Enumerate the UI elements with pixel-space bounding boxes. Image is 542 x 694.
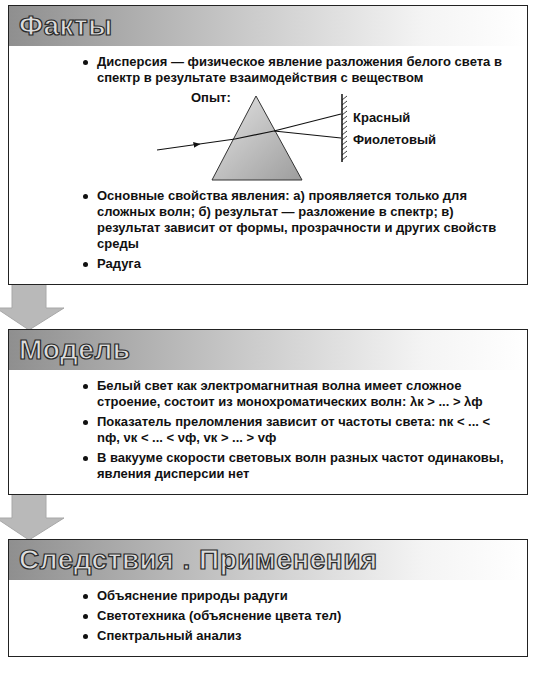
bullet-text-content: Основные свойства явления: а) проявляетс…	[97, 188, 496, 251]
bullet-text: Белый свет как электромагнитная волна им…	[97, 378, 507, 410]
refracted-ray	[235, 131, 274, 139]
bullet-text: В вакууме скорости световых волн разных …	[97, 450, 507, 482]
bullet-dot	[83, 614, 88, 619]
flow-arrow	[0, 494, 64, 540]
bullet-text-content: Светотехника (объяснение цвета тел)	[97, 608, 341, 623]
bullet-text-content: В вакууме скорости световых волн разных …	[97, 450, 504, 481]
bullet-text: Основные свойства явления: а) проявляетс…	[97, 188, 507, 252]
incident-ray	[157, 139, 235, 150]
section-heading: Факты	[19, 8, 113, 44]
bullet-text: Спектральный анализ	[97, 628, 507, 644]
screen-hatch	[342, 96, 347, 100]
experiment-label: Опыт:	[191, 90, 231, 106]
summary-box: Следствия . ПримененияОбъяснение природы…	[8, 539, 528, 657]
summary-box: МодельБелый свет как электромагнитная во…	[8, 329, 528, 495]
bullet-text: Светотехника (объяснение цвета тел)	[97, 608, 507, 624]
bullet-dot	[83, 420, 88, 425]
bullet-dot	[83, 194, 88, 199]
summary-box: ФактыДисперсия — физическое явление разл…	[8, 5, 528, 285]
screen-hatch	[342, 116, 347, 120]
screen-hatch	[342, 101, 347, 105]
flow-arrow	[0, 284, 64, 330]
bullet-dot	[83, 594, 88, 599]
bullet-text-content: Белый свет как электромагнитная волна им…	[97, 378, 483, 409]
bullet-text-content: Объяснение природы радуги	[97, 588, 288, 603]
bullet-text-content: Показатель преломления зависит от частот…	[97, 414, 490, 445]
bullet-text: Дисперсия — физическое явление разложени…	[97, 54, 507, 86]
ray-arrowhead	[157, 144, 197, 150]
violet-ray	[274, 131, 341, 138]
bullet-text: Объяснение природы радуги	[97, 588, 507, 604]
screen-hatch	[342, 126, 347, 130]
bullet-dot	[83, 384, 88, 389]
color-label: Фиолетовый	[353, 132, 436, 148]
screen-hatch	[342, 111, 347, 115]
screen-hatch	[342, 106, 347, 110]
bullet-list: Дисперсия — физическое явление разложени…	[9, 46, 527, 284]
screen-hatch	[342, 141, 347, 145]
bullet-list: Объяснение природы радугиСветотехника (о…	[9, 580, 527, 656]
red-ray	[274, 114, 341, 131]
screen-hatch	[342, 151, 347, 155]
screen-hatch	[342, 146, 347, 150]
screen-hatch	[342, 121, 347, 125]
bullet-dot	[83, 262, 88, 267]
prism-experiment: Опыт: КрасныйФиолетовый	[9, 90, 527, 186]
bullet-text-content: Спектральный анализ	[97, 628, 241, 643]
bullet-dot	[83, 634, 88, 639]
prism-figure	[9, 90, 526, 186]
bullet-text-content: Дисперсия — физическое явление разложени…	[97, 54, 502, 85]
bullet-text-content: Радуга	[97, 256, 141, 271]
bullet-text: Показатель преломления зависит от частот…	[97, 414, 507, 446]
color-label: Красный	[353, 110, 410, 126]
bullet-text: Радуга	[97, 256, 507, 272]
heading-band: Модель	[9, 330, 527, 370]
prism	[212, 96, 302, 180]
section-heading: Модель	[19, 332, 130, 368]
screen-hatch	[342, 131, 347, 135]
heading-band: Следствия . Применения	[9, 540, 527, 580]
heading-band: Факты	[9, 6, 527, 46]
screen-hatch	[342, 136, 347, 140]
bullet-list: Белый свет как электромагнитная волна им…	[9, 370, 527, 494]
bullet-dot	[83, 60, 88, 65]
bullet-dot	[83, 456, 88, 461]
screen-hatch	[342, 156, 347, 160]
section-heading: Следствия . Применения	[19, 542, 378, 578]
